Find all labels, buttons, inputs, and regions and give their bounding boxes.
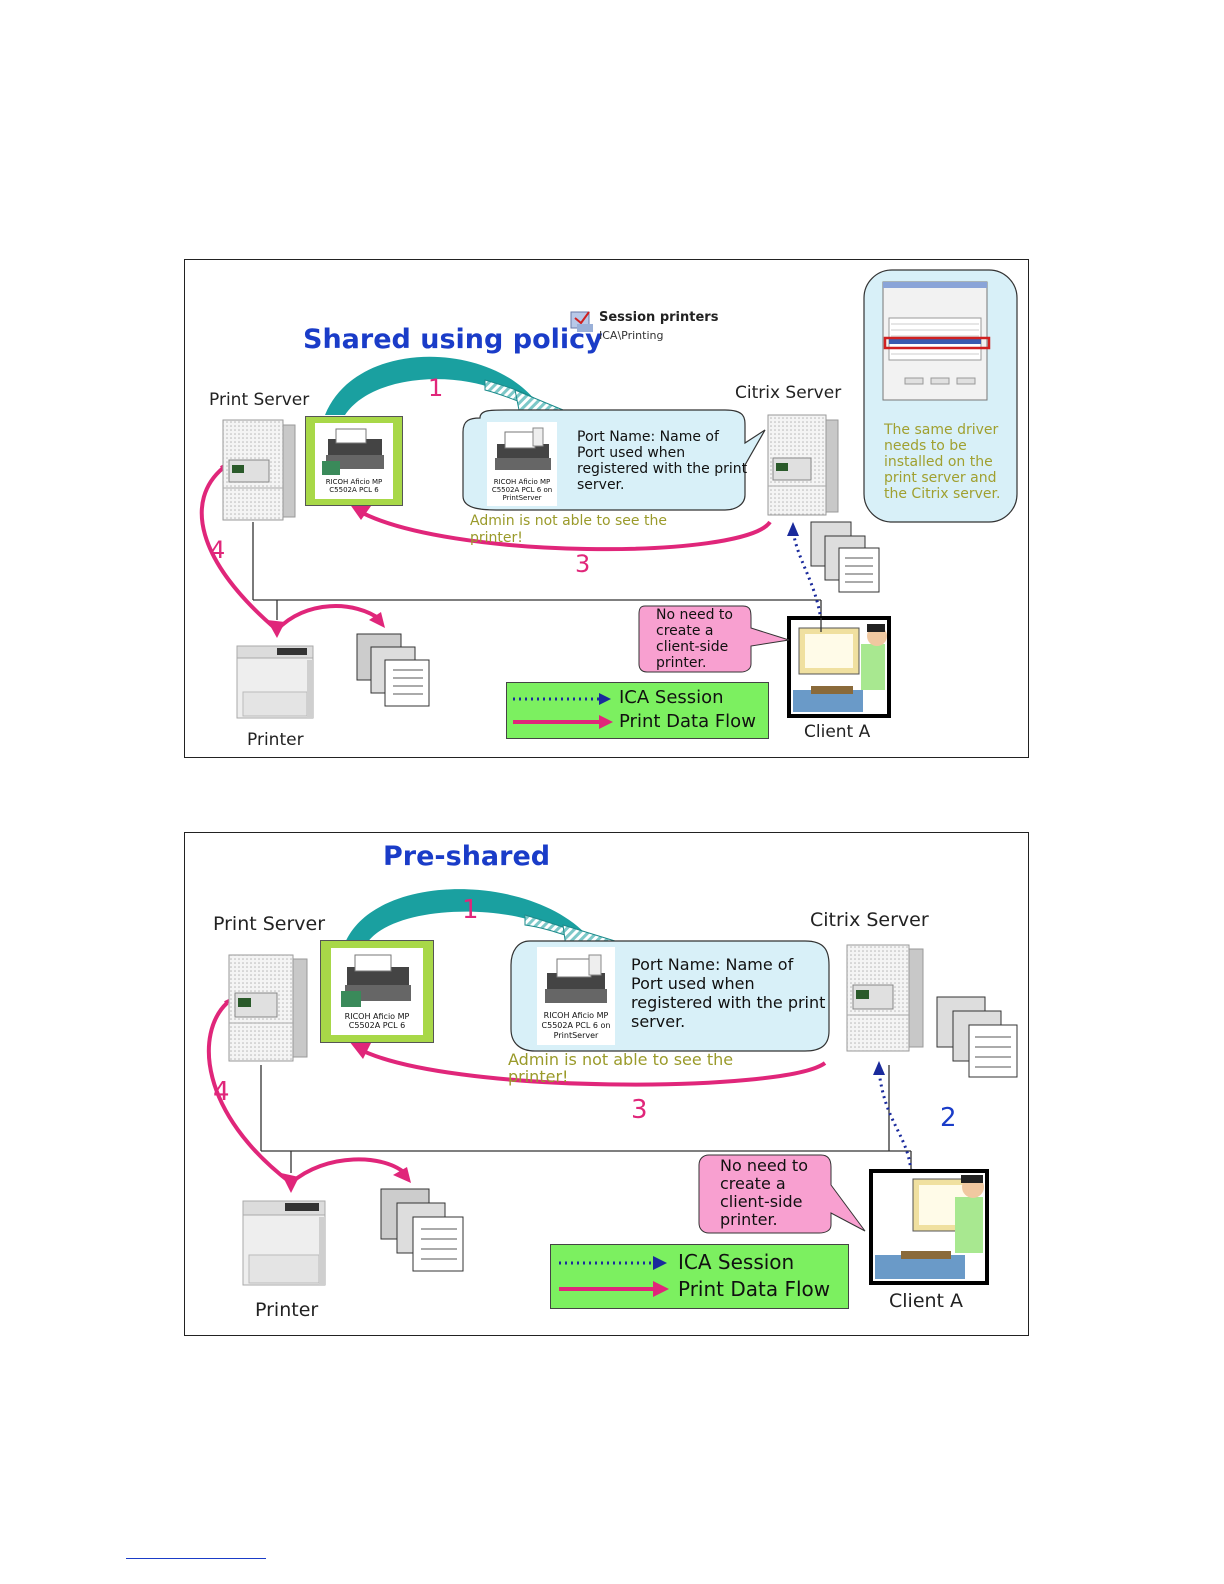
diagram2-graphics xyxy=(206,889,1018,1286)
step4-arrow xyxy=(199,458,385,638)
client-a-label: Client A xyxy=(889,1290,964,1312)
step-3-number: 3 xyxy=(631,1095,648,1125)
print-server-icon xyxy=(222,419,296,521)
step-3-number: 3 xyxy=(575,550,591,578)
driver-card: RICOH Aficio MP C5502A PCL 6 xyxy=(305,416,403,506)
port-card: RICOH Aficio MP C5502A PCL 6 on PrintSer… xyxy=(487,422,557,506)
ica-session-line xyxy=(873,1061,913,1172)
driver-card-label: RICOH Aficio MP C5502A PCL 6 xyxy=(344,1012,410,1030)
port-card-label: RICOH Aficio MP C5502A PCL 6 on PrintSer… xyxy=(541,1011,611,1040)
citrix-server-label: Citrix Server xyxy=(735,383,842,403)
footer-divider xyxy=(126,1558,266,1559)
printer-label: Printer xyxy=(247,730,304,750)
port-printer-icon xyxy=(545,954,607,1003)
step-1-number: 1 xyxy=(428,374,444,402)
client-note-bubble xyxy=(638,605,790,673)
step4-arrow xyxy=(206,993,411,1193)
driver-printer-icon xyxy=(341,954,411,1007)
legend-ica-label: ICA Session xyxy=(619,687,724,708)
step-2-number: 2 xyxy=(940,1103,957,1133)
session-printers-title: Session printers xyxy=(599,310,719,325)
admin-note: Admin is not able to see the printer! xyxy=(470,513,667,546)
printer-label: Printer xyxy=(255,1299,319,1321)
legend: ICA Session Print Data Flow xyxy=(506,682,769,739)
printer-device-icon xyxy=(236,645,314,719)
port-card-label: RICOH Aficio MP C5502A PCL 6 on PrintSer… xyxy=(491,478,553,502)
print-server-label: Print Server xyxy=(213,913,326,935)
citrix-server-label: Citrix Server xyxy=(810,909,929,931)
printer-documents xyxy=(380,1188,464,1272)
port-printer-icon xyxy=(495,427,551,470)
step3-arrow xyxy=(349,503,772,552)
step3-arrow xyxy=(349,1041,827,1087)
citrix-server-icon xyxy=(767,414,839,516)
legend-graphics xyxy=(559,1256,669,1297)
client-note-bubble xyxy=(698,1154,866,1234)
session-printers-icon xyxy=(570,311,593,332)
print-server-icon xyxy=(228,954,308,1062)
port-card: RICOH Aficio MP C5502A PCL 6 on PrintSer… xyxy=(537,947,615,1045)
driver-card-label: RICOH Aficio MP C5502A PCL 6 xyxy=(325,478,383,494)
driver-note-panel xyxy=(863,269,1018,523)
legend-print-label: Print Data Flow xyxy=(619,711,756,732)
diagram-pre-shared: RICOH Aficio MP C5502A PCL 6 RICOH Afici… xyxy=(184,832,1029,1336)
citrix-documents xyxy=(936,996,1018,1078)
step-1-number: 1 xyxy=(462,895,479,925)
legend-ica-label: ICA Session xyxy=(678,1250,795,1274)
network-lines xyxy=(260,1065,912,1173)
legend-print-label: Print Data Flow xyxy=(678,1277,831,1301)
citrix-server-icon xyxy=(846,944,924,1052)
citrix-documents xyxy=(810,521,880,593)
port-bubble-text: Port Name: Name of Port used when regist… xyxy=(577,429,748,493)
ica-session-line xyxy=(787,522,823,621)
client-a-icon xyxy=(869,1169,989,1285)
client-a-icon xyxy=(787,616,891,718)
diagram1-graphics xyxy=(199,269,1018,719)
printer-device-icon xyxy=(242,1200,326,1286)
diagram-shared-using-policy: RICOH Aficio MP C5502A PCL 6 RICOH Afici… xyxy=(184,259,1029,758)
port-bubble-text: Port Name: Name of Port used when regist… xyxy=(631,955,826,1031)
printer-documents xyxy=(356,633,430,707)
driver-printer-icon xyxy=(322,428,384,475)
client-a-label: Client A xyxy=(804,722,871,742)
admin-note: Admin is not able to see the printer! xyxy=(508,1050,734,1086)
session-printers-path: ICA\Printing xyxy=(599,329,664,342)
driver-note-text: The same driver needs to be installed on… xyxy=(884,422,1001,502)
client-note-text: No need to create a client-side printer. xyxy=(656,607,733,671)
step-4-number: 4 xyxy=(213,1077,230,1107)
client-note-text: No need to create a client-side printer. xyxy=(720,1156,808,1229)
driver-card: RICOH Aficio MP C5502A PCL 6 xyxy=(320,940,434,1043)
legend: ICA Session Print Data Flow xyxy=(550,1244,849,1309)
print-server-label: Print Server xyxy=(209,390,310,410)
network-lines xyxy=(252,522,822,620)
diagram2-title: Pre-shared xyxy=(383,841,551,872)
diagram1-title: Shared using policy xyxy=(303,324,603,355)
legend-graphics xyxy=(513,693,613,729)
step-4-number: 4 xyxy=(210,536,226,564)
